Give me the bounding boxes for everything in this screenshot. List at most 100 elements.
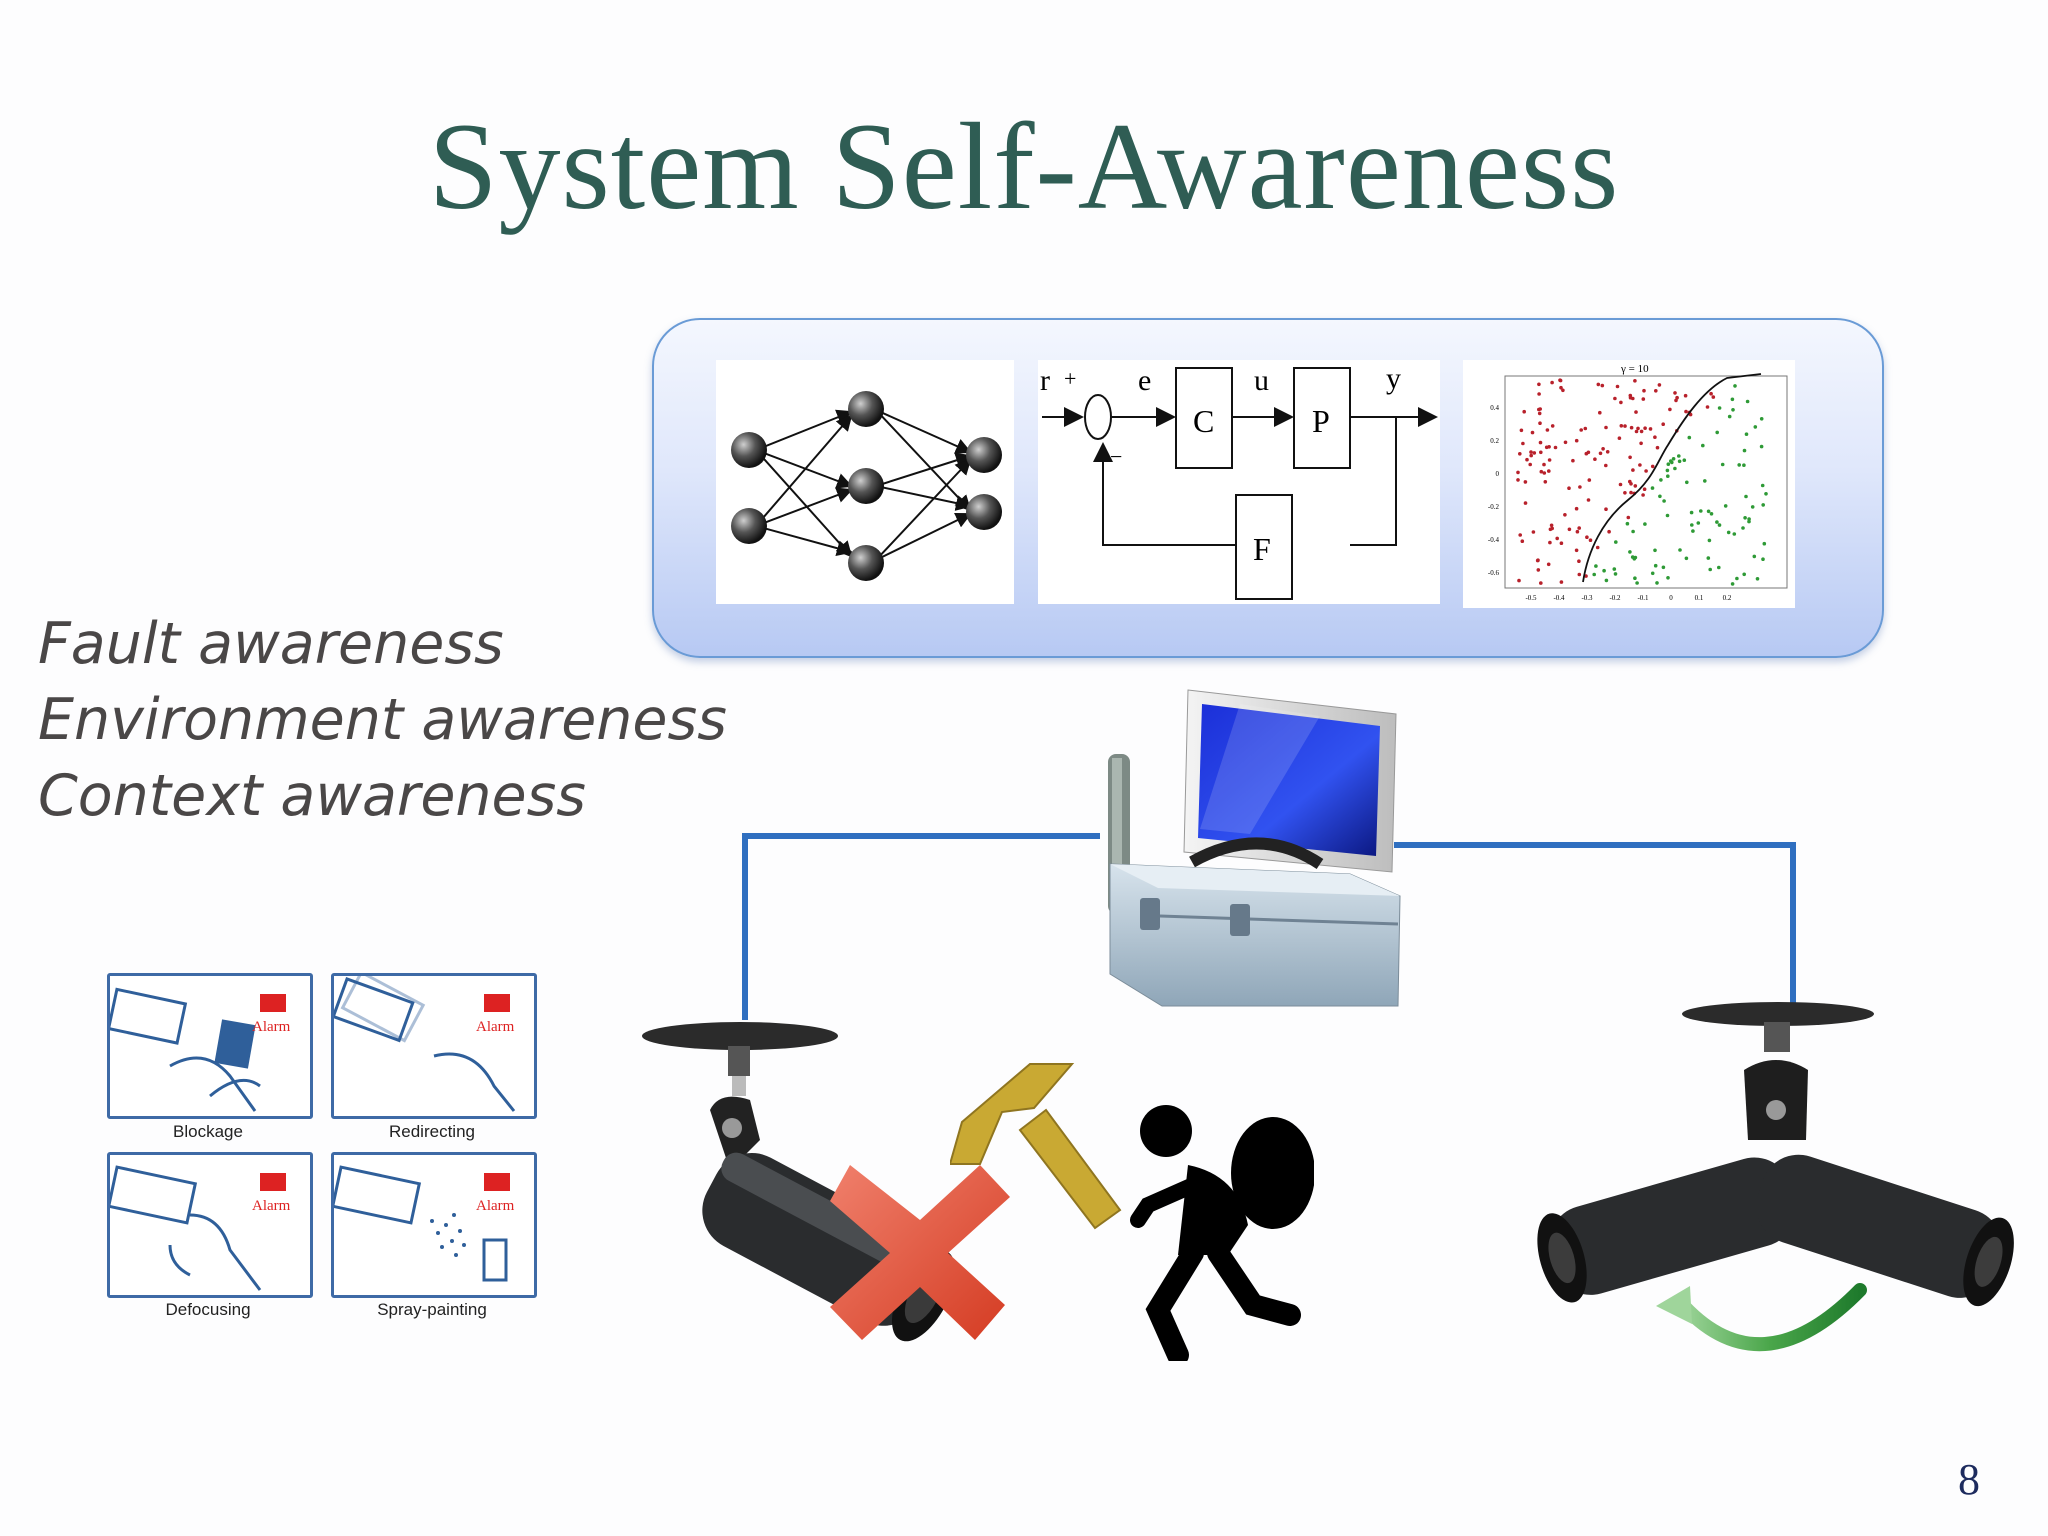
- scatter-point: [1715, 430, 1719, 435]
- ctrl-block-f: F: [1253, 531, 1271, 567]
- scatter-x-tick: -0.4: [1553, 594, 1565, 602]
- scatter-point: [1617, 436, 1622, 440]
- scatter-point: [1658, 494, 1662, 499]
- control-loop-diagram: r + e u y − C P F: [1040, 362, 1438, 600]
- scatter-point: [1708, 567, 1712, 572]
- alarm-label: Alarm: [476, 1198, 515, 1214]
- scatter-point: [1666, 576, 1670, 580]
- scatter-point: [1633, 484, 1638, 488]
- ctrl-label-y: y: [1386, 362, 1401, 395]
- scatter-point: [1650, 464, 1655, 469]
- scatter-point: [1538, 440, 1543, 445]
- neural-network-icon: [731, 391, 1002, 581]
- scatter-point: [1648, 427, 1653, 431]
- tamper-panel-redirecting: Alarm: [331, 970, 537, 1119]
- scatter-point: [1634, 429, 1639, 434]
- scatter-point: [1594, 564, 1598, 568]
- scatter-point: [1723, 504, 1728, 508]
- scatter-point: [1596, 382, 1601, 387]
- scatter-point: [1669, 459, 1673, 463]
- scatter-point: [1689, 510, 1694, 515]
- scatter-point: [1675, 395, 1679, 400]
- scatter-point: [1602, 568, 1606, 573]
- scatter-point: [1744, 494, 1748, 499]
- scatter-point: [1577, 526, 1581, 530]
- scatter-point: [1521, 441, 1525, 446]
- scatter-point: [1678, 548, 1682, 552]
- scatter-point: [1567, 527, 1572, 532]
- scatter-point: [1684, 409, 1688, 414]
- scatter-point: [1561, 388, 1565, 393]
- scatter-point: [1674, 398, 1678, 403]
- scatter-point: [1703, 479, 1707, 483]
- scatter-point: [1537, 392, 1541, 396]
- scatter-point: [1668, 407, 1672, 412]
- scatter-x-tick: 0.1: [1695, 594, 1704, 602]
- scatter-point: [1655, 581, 1659, 585]
- scatter-point: [1752, 554, 1757, 559]
- scatter-point: [1623, 424, 1627, 428]
- scatter-point: [1601, 447, 1605, 451]
- scatter-point: [1654, 389, 1658, 393]
- scatter-point: [1701, 443, 1705, 448]
- scatter-point: [1614, 540, 1618, 544]
- scatter-point: [1574, 438, 1579, 443]
- scatter-point: [1639, 429, 1644, 434]
- scatter-point: [1707, 538, 1712, 543]
- scatter-point: [1717, 406, 1722, 410]
- scatter-point: [1684, 556, 1689, 561]
- scatter-point: [1563, 440, 1568, 445]
- scatter-point: [1550, 424, 1555, 428]
- scatter-point: [1666, 462, 1671, 466]
- scatter-point: [1655, 445, 1660, 450]
- scatter-point: [1673, 391, 1677, 395]
- scatter-point: [1518, 452, 1522, 456]
- scatter-point: [1762, 541, 1767, 546]
- scatter-point: [1661, 565, 1666, 570]
- scatter-point: [1625, 521, 1630, 526]
- tamper-caption-spray: Spray-painting: [377, 1300, 487, 1319]
- scatter-point: [1742, 448, 1747, 453]
- scatter-point: [1665, 468, 1670, 473]
- scatter-point: [1628, 455, 1632, 460]
- scatter-point: [1759, 444, 1764, 449]
- tamper-blockage-illustration: Alarm: [106, 987, 291, 1112]
- scatter-point: [1604, 463, 1608, 468]
- scatter-point: [1577, 572, 1582, 577]
- scatter-point: [1578, 485, 1582, 489]
- scatter-point: [1761, 557, 1765, 561]
- scatter-point: [1705, 405, 1710, 409]
- scatter-point: [1741, 526, 1745, 530]
- scatter-plot: γ = 10 0.40.20-0.2-0.4-0.6 -0.5-0.4-0.3-…: [1488, 363, 1788, 602]
- scatter-point: [1730, 397, 1735, 402]
- neural-network-panel: [716, 360, 1014, 604]
- scatter-x-tick: -0.5: [1525, 594, 1537, 602]
- scatter-point: [1532, 451, 1537, 455]
- scatter-point: [1732, 532, 1737, 536]
- scatter-point: [1683, 393, 1688, 398]
- scatter-point: [1653, 563, 1658, 568]
- scatter-point: [1709, 391, 1713, 396]
- alarm-label: Alarm: [252, 1198, 291, 1214]
- scatter-point: [1612, 567, 1617, 571]
- scatter-point: [1623, 491, 1627, 495]
- scatter-point: [1559, 385, 1563, 390]
- scatter-point: [1517, 578, 1521, 583]
- scatter-point: [1546, 562, 1551, 567]
- scatter-point: [1638, 463, 1642, 467]
- ctrl-block-p: P: [1312, 403, 1330, 439]
- tamper-caption-blockage: Blockage: [173, 1122, 243, 1141]
- scatter-point: [1644, 469, 1648, 473]
- scatter-point: [1550, 526, 1554, 531]
- ctrl-label-minus: −: [1110, 444, 1122, 469]
- scatter-point: [1687, 435, 1692, 440]
- scatter-y-tick: 0.2: [1490, 437, 1499, 445]
- scatter-point: [1682, 458, 1687, 462]
- scatter-point: [1567, 486, 1571, 490]
- scatter-x-tick: 0.2: [1723, 594, 1732, 602]
- scatter-point: [1563, 513, 1567, 517]
- scatter-point: [1542, 471, 1547, 475]
- scatter-point: [1730, 582, 1735, 586]
